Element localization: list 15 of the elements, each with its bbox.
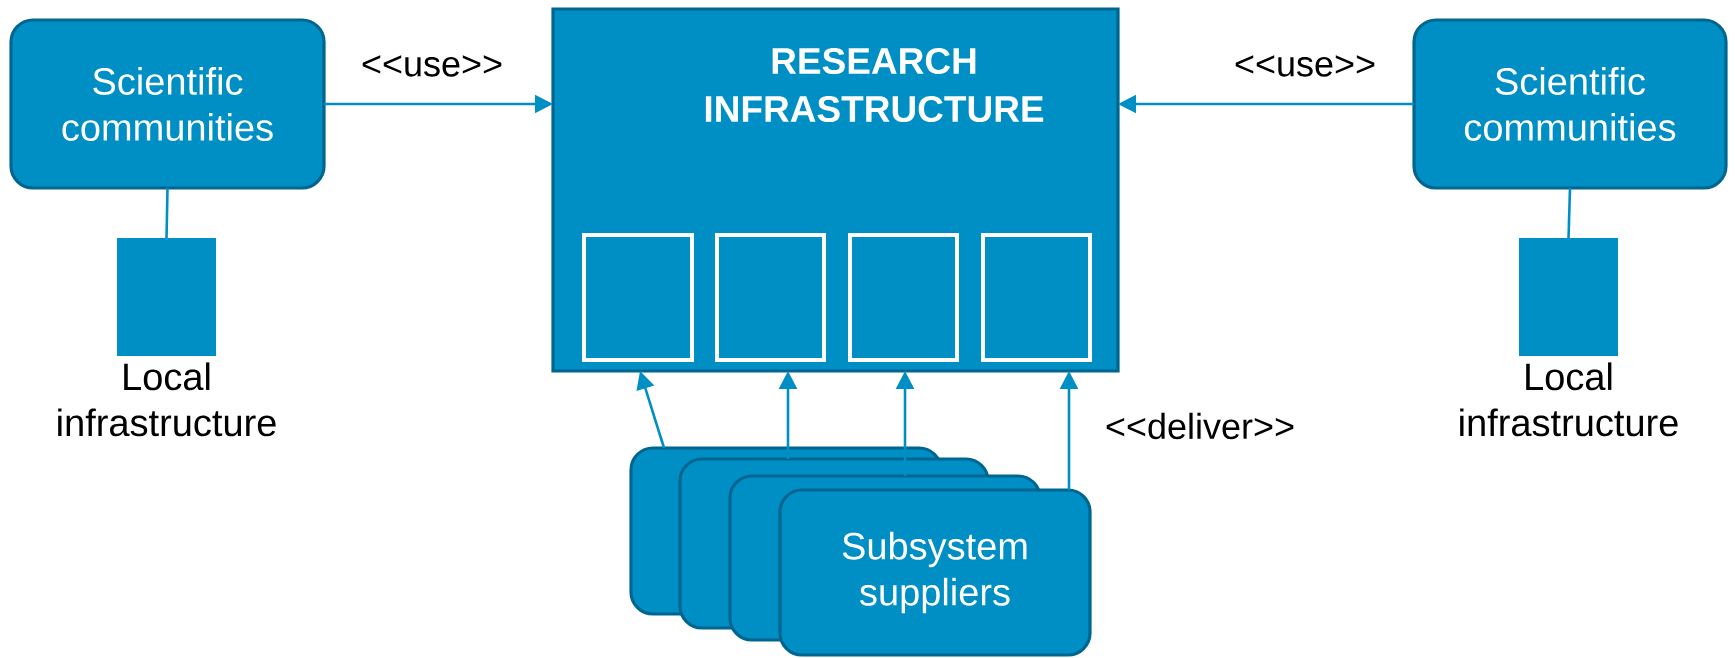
slot-box [715,233,826,362]
slot-box [848,233,959,362]
infrastructure-block: Local infrastructure [58,238,276,437]
card-stack: Subsystem suppliers [629,446,1092,657]
slot-box [582,233,694,362]
node-label: Local infrastructure [58,362,276,437]
edge-label: <<use>> [356,51,508,81]
rounded-box: Scientific communities [9,18,326,190]
slot-box [981,233,1092,362]
node-label: Local infrastructure [1460,362,1678,437]
infrastructure-block: Local infrastructure [1460,238,1678,437]
edge-label: <<deliver>> [1100,408,1300,444]
system-box: RESEARCH INFRASTRUCTURE [551,7,1120,373]
edge-label: <<use>> [1229,51,1381,81]
rounded-box: Scientific communities [1412,18,1728,190]
